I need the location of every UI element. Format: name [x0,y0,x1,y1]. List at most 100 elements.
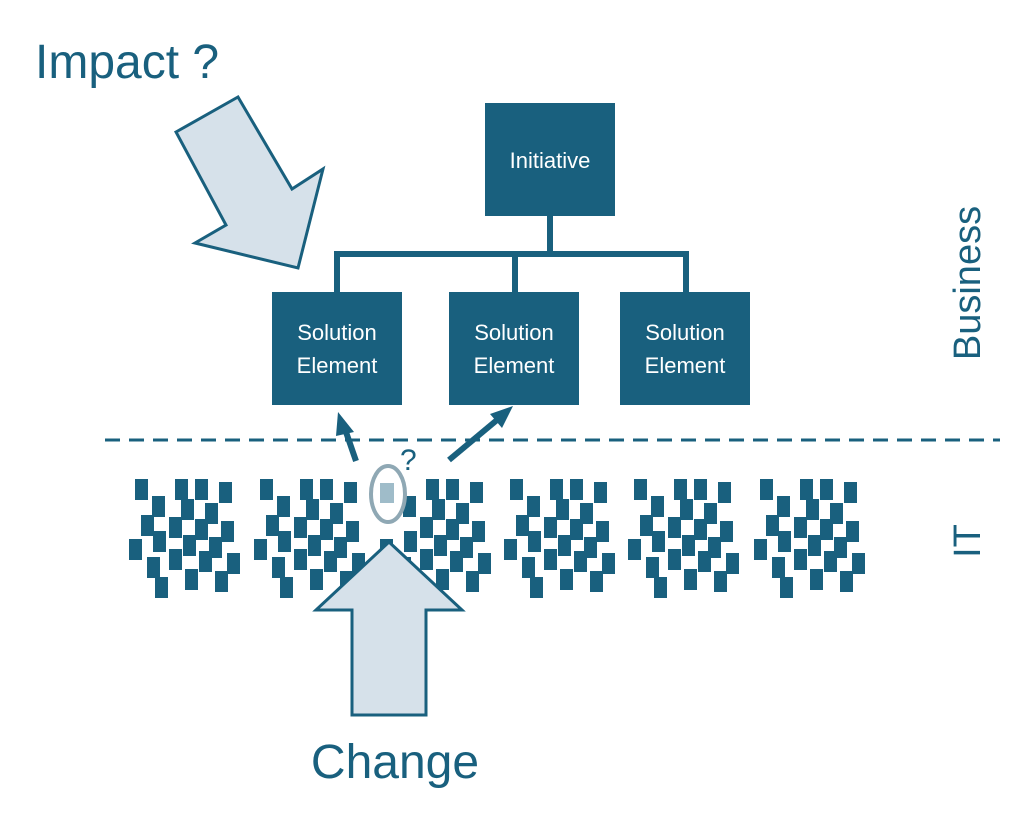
impact-label: Impact ? [35,36,219,89]
change-arrow [312,539,466,717]
it-component-45 [446,479,459,500]
it-component-67 [594,482,607,503]
it-component-0 [135,479,148,500]
it-component-59 [478,553,491,574]
it-component-103 [726,553,739,574]
it-component-6 [205,503,218,524]
it-component-105 [684,569,697,590]
it-component-101 [668,549,681,570]
business-label: Business [947,206,989,360]
it-component-17 [227,553,240,574]
it-component-80 [574,551,587,572]
question-mark: ? [400,444,417,477]
solution-element-3: Solution Element [620,292,750,405]
changed-component [369,464,407,524]
it-component-124 [824,551,837,572]
it-component-75 [528,531,541,552]
it-component-33 [278,531,291,552]
arrow-head-right [490,406,513,428]
it-component-89 [718,482,731,503]
it-component-125 [852,553,865,574]
it-component-73 [570,519,583,540]
it-component-48 [432,499,445,520]
it-component-30 [294,517,307,538]
it-component-79 [544,549,557,570]
it-component-26 [277,496,290,517]
it-component-90 [651,496,664,517]
it-component-121 [834,537,847,558]
it-component-91 [680,499,693,520]
it-component-28 [330,503,343,524]
it-component-106 [714,571,727,592]
it-component-54 [434,535,447,556]
solution-element-3-line2: Element [645,353,726,378]
it-component-68 [527,496,540,517]
it-component-10 [221,521,234,542]
it-component-83 [560,569,573,590]
it-component-110 [820,479,833,500]
initiative-label: Initiative [510,148,591,173]
it-component-93 [640,515,653,536]
solution-element-1: Solution Element [272,292,402,405]
it-component-61 [436,569,449,590]
it-component-95 [694,519,707,540]
solution-element-3-line1: Solution [645,320,725,345]
it-component-126 [772,557,785,578]
it-component-100 [628,539,641,560]
it-component-7 [141,515,154,536]
it-component-123 [794,549,807,570]
it-component-62 [466,571,479,592]
it-component-69 [556,499,569,520]
arrow-head-left [336,412,354,436]
it-component-92 [704,503,717,524]
it-component-66 [570,479,583,500]
it-component-11 [153,531,166,552]
it-component-127 [810,569,823,590]
it-component-23 [300,479,313,500]
it-component-22 [260,479,273,500]
it-component-77 [584,537,597,558]
it-component-55 [460,537,473,558]
it-component-19 [185,569,198,590]
it-component-36 [254,539,267,560]
it-component-18 [147,557,160,578]
it-component-76 [558,535,571,556]
it-component-38 [324,551,337,572]
solution-element-1-line1: Solution [297,320,377,345]
it-component-12 [183,535,196,556]
it-component-29 [266,515,279,536]
change-label: Change [311,736,479,789]
it-component-96 [720,521,733,542]
it-component-46 [470,482,483,503]
it-component-116 [794,517,807,538]
it-component-109 [800,479,813,500]
it-component-87 [674,479,687,500]
it-component-108 [760,479,773,500]
it-component-78 [504,539,517,560]
it-component-52 [472,521,485,542]
it-component-49 [456,503,469,524]
it-component-15 [169,549,182,570]
impact-pointer-arrows [336,406,513,463]
it-component-35 [334,537,347,558]
it-component-70 [580,503,593,524]
it-component-129 [780,577,793,598]
it-component-114 [830,503,843,524]
it-component-4 [152,496,165,517]
it-component-117 [820,519,833,540]
it-component-120 [808,535,821,556]
it-component-58 [450,551,463,572]
it-component-71 [516,515,529,536]
solution-element-1-line2: Element [297,353,378,378]
it-label: IT [947,524,989,558]
it-component-3 [219,482,232,503]
it-component-128 [840,571,853,592]
it-component-37 [294,549,307,570]
it-component-1 [175,479,188,500]
solution-element-2: Solution Element [449,292,579,405]
it-component-74 [596,521,609,542]
it-component-34 [308,535,321,556]
it-component-82 [522,557,535,578]
it-component-102 [698,551,711,572]
